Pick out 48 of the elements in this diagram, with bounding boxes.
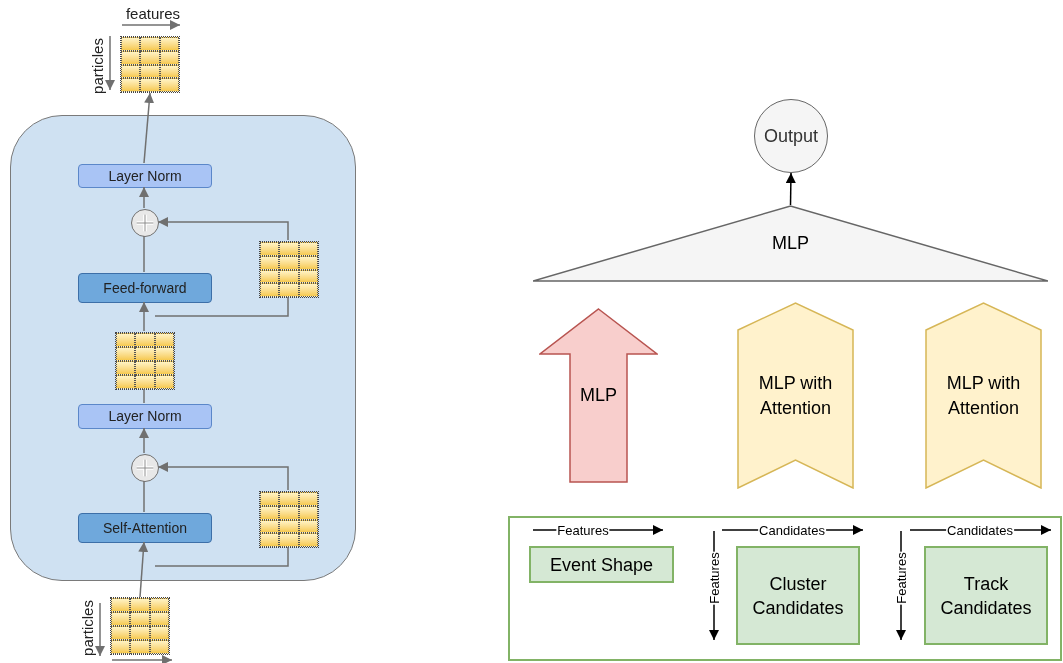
arrow xyxy=(785,172,796,206)
matrix-grid xyxy=(259,491,319,548)
axis-label: particles xyxy=(79,600,95,656)
axis-label: particles xyxy=(89,38,105,94)
add-circle xyxy=(131,454,159,482)
axis-label: Features xyxy=(894,551,908,605)
matrix-grid xyxy=(120,36,180,93)
encoder-block-panel xyxy=(10,115,356,581)
input-group-frame xyxy=(508,516,1062,661)
node-label: MLP with Attention xyxy=(758,372,833,418)
node-label: Layer Norm xyxy=(108,407,182,426)
input-box xyxy=(924,546,1048,645)
node-label: Cluster Candidates xyxy=(751,572,845,620)
arrow xyxy=(157,217,289,241)
axis-label: Features xyxy=(707,551,721,605)
axis-label: Features xyxy=(556,523,610,537)
mlp-triangle xyxy=(533,205,1048,282)
mlp-up-arrow xyxy=(539,308,658,483)
input-box xyxy=(736,546,860,645)
arrow xyxy=(139,427,149,454)
node-label: MLP with Attention xyxy=(946,372,1021,418)
mlp-chevron xyxy=(737,302,854,489)
node-label: Output xyxy=(763,124,818,148)
arrow xyxy=(139,301,149,332)
axis-label: Candidates xyxy=(758,523,826,537)
node-label: Event Shape xyxy=(549,553,654,577)
node-label: Feed-forward xyxy=(103,278,187,298)
matrix-grid xyxy=(259,241,319,298)
arrow xyxy=(157,462,289,491)
add-circle xyxy=(131,209,159,237)
node-label: Layer Norm xyxy=(108,166,182,186)
layer-norm-box xyxy=(78,404,212,429)
node-label: Track Candidates xyxy=(939,572,1033,620)
arrow xyxy=(143,92,155,164)
arrow xyxy=(138,541,149,598)
input-box xyxy=(529,546,674,583)
axis-label: Candidates xyxy=(946,523,1014,537)
node-label: MLP xyxy=(580,385,617,405)
layer-norm-box xyxy=(78,164,212,188)
matrix-grid xyxy=(115,332,175,390)
self-attention-box xyxy=(78,513,212,543)
node-label: MLP xyxy=(772,233,809,253)
node-label: Self-Attention xyxy=(102,518,188,538)
arrow xyxy=(139,186,149,209)
feed-forward-box xyxy=(78,273,212,303)
matrix-grid xyxy=(110,597,170,655)
axis-label: features xyxy=(125,5,181,21)
mlp-chevron xyxy=(925,302,1042,489)
